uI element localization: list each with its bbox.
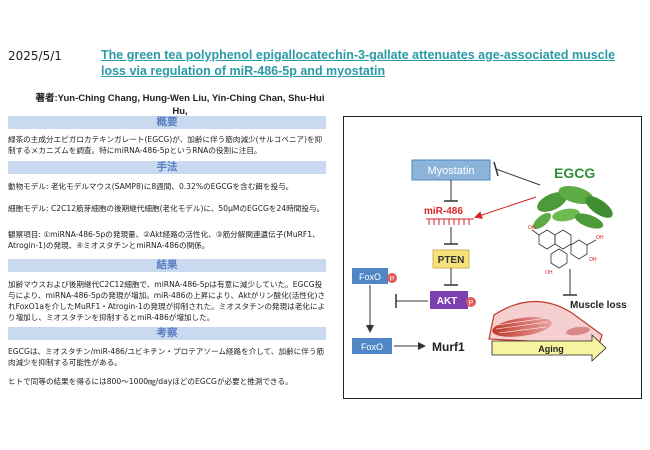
egcg-label: EGCG — [554, 165, 595, 181]
akt-box — [430, 291, 468, 309]
murf1-label: Murf1 — [432, 340, 465, 354]
mechanism-diagram: Myostatin EGCG OH OH OH OH — [352, 159, 627, 362]
mechanism-figure: Myostatin EGCG OH OH OH OH — [343, 116, 642, 399]
foxo-bottom-label: FoxO — [361, 342, 383, 352]
foxo-top-label: FoxO — [359, 272, 381, 282]
akt-phosphate-icon — [466, 297, 476, 307]
myostatin-label: Myostatin — [427, 165, 474, 177]
svg-text:OH: OH — [545, 270, 553, 276]
foxo-phospho-box — [352, 268, 388, 284]
svg-text:OH: OH — [596, 235, 604, 241]
discussion-text-2: ヒトで同等の結果を得るには800～1000㎎/dayほどのEGCGが必要と推測で… — [8, 377, 293, 386]
methods-cell-model: 細胞モデル: C2C12筋芽細胞の後期継代細胞(老化モデル)に、50μMのEGC… — [8, 204, 325, 213]
foxo-box — [352, 338, 392, 354]
paper-title-link[interactable]: The green tea polyphenol epigallocatechi… — [101, 48, 616, 78]
green-tea-leaves-icon — [532, 185, 613, 230]
foxo-phosphate-icon — [387, 273, 397, 283]
svg-text:OH: OH — [589, 257, 597, 263]
discussion-text-1: EGCGは、ミオスタチン/miR-486/ユビキチン・プロテアソーム経路を介して… — [8, 347, 325, 367]
mirna-strand-icon — [426, 218, 474, 225]
egcg-inhibit-myostatin-line — [495, 168, 541, 186]
akt-label: AKT — [437, 296, 458, 307]
overview-text: 緑茶の主成分エピガロカテキンガレート(EGCG)が、加齢に伴う筋肉減少(サルコペ… — [8, 135, 323, 155]
egcg-molecule-icon: OH OH OH OH — [528, 225, 604, 276]
discussion-heading: 考察 — [8, 327, 326, 340]
svg-text:OH: OH — [528, 225, 536, 231]
aging-arrow-shape — [491, 334, 607, 362]
methods-heading: 手法 — [8, 161, 326, 174]
methods-animal-model: 動物モデル: 老化モデルマウス(SAMP8)に8週間、0.32%のEGCGを含む… — [8, 182, 294, 191]
egcg-to-mir486-arrow — [474, 196, 537, 219]
authors-line-1: 著者:Yun-Ching Chang, Hung-Wen Liu, Yin-Ch… — [35, 93, 325, 117]
muscle-loss-label: Muscle loss — [570, 300, 627, 311]
akt-phosphate-label: P — [469, 300, 474, 307]
date: 2025/5/1 — [8, 49, 62, 63]
overview-heading: 概要 — [8, 116, 326, 129]
aging-label: Aging — [538, 344, 564, 354]
foxo-phosphate-label: P — [390, 276, 395, 283]
methods-observation-items: 観察項目: ①miRNA-486-5pの発現量、②Akt経路の活性化、③筋分解関… — [8, 230, 320, 250]
results-text: 加齢マウスおよび後期継代C2C12細胞で、miRNA-486-5pは有意に減少し… — [8, 280, 326, 322]
results-heading: 結果 — [8, 259, 326, 272]
muscle-fiber-icon — [492, 317, 590, 337]
pten-label: PTEN — [438, 255, 465, 266]
mir486-label: miR-486 — [424, 206, 463, 217]
